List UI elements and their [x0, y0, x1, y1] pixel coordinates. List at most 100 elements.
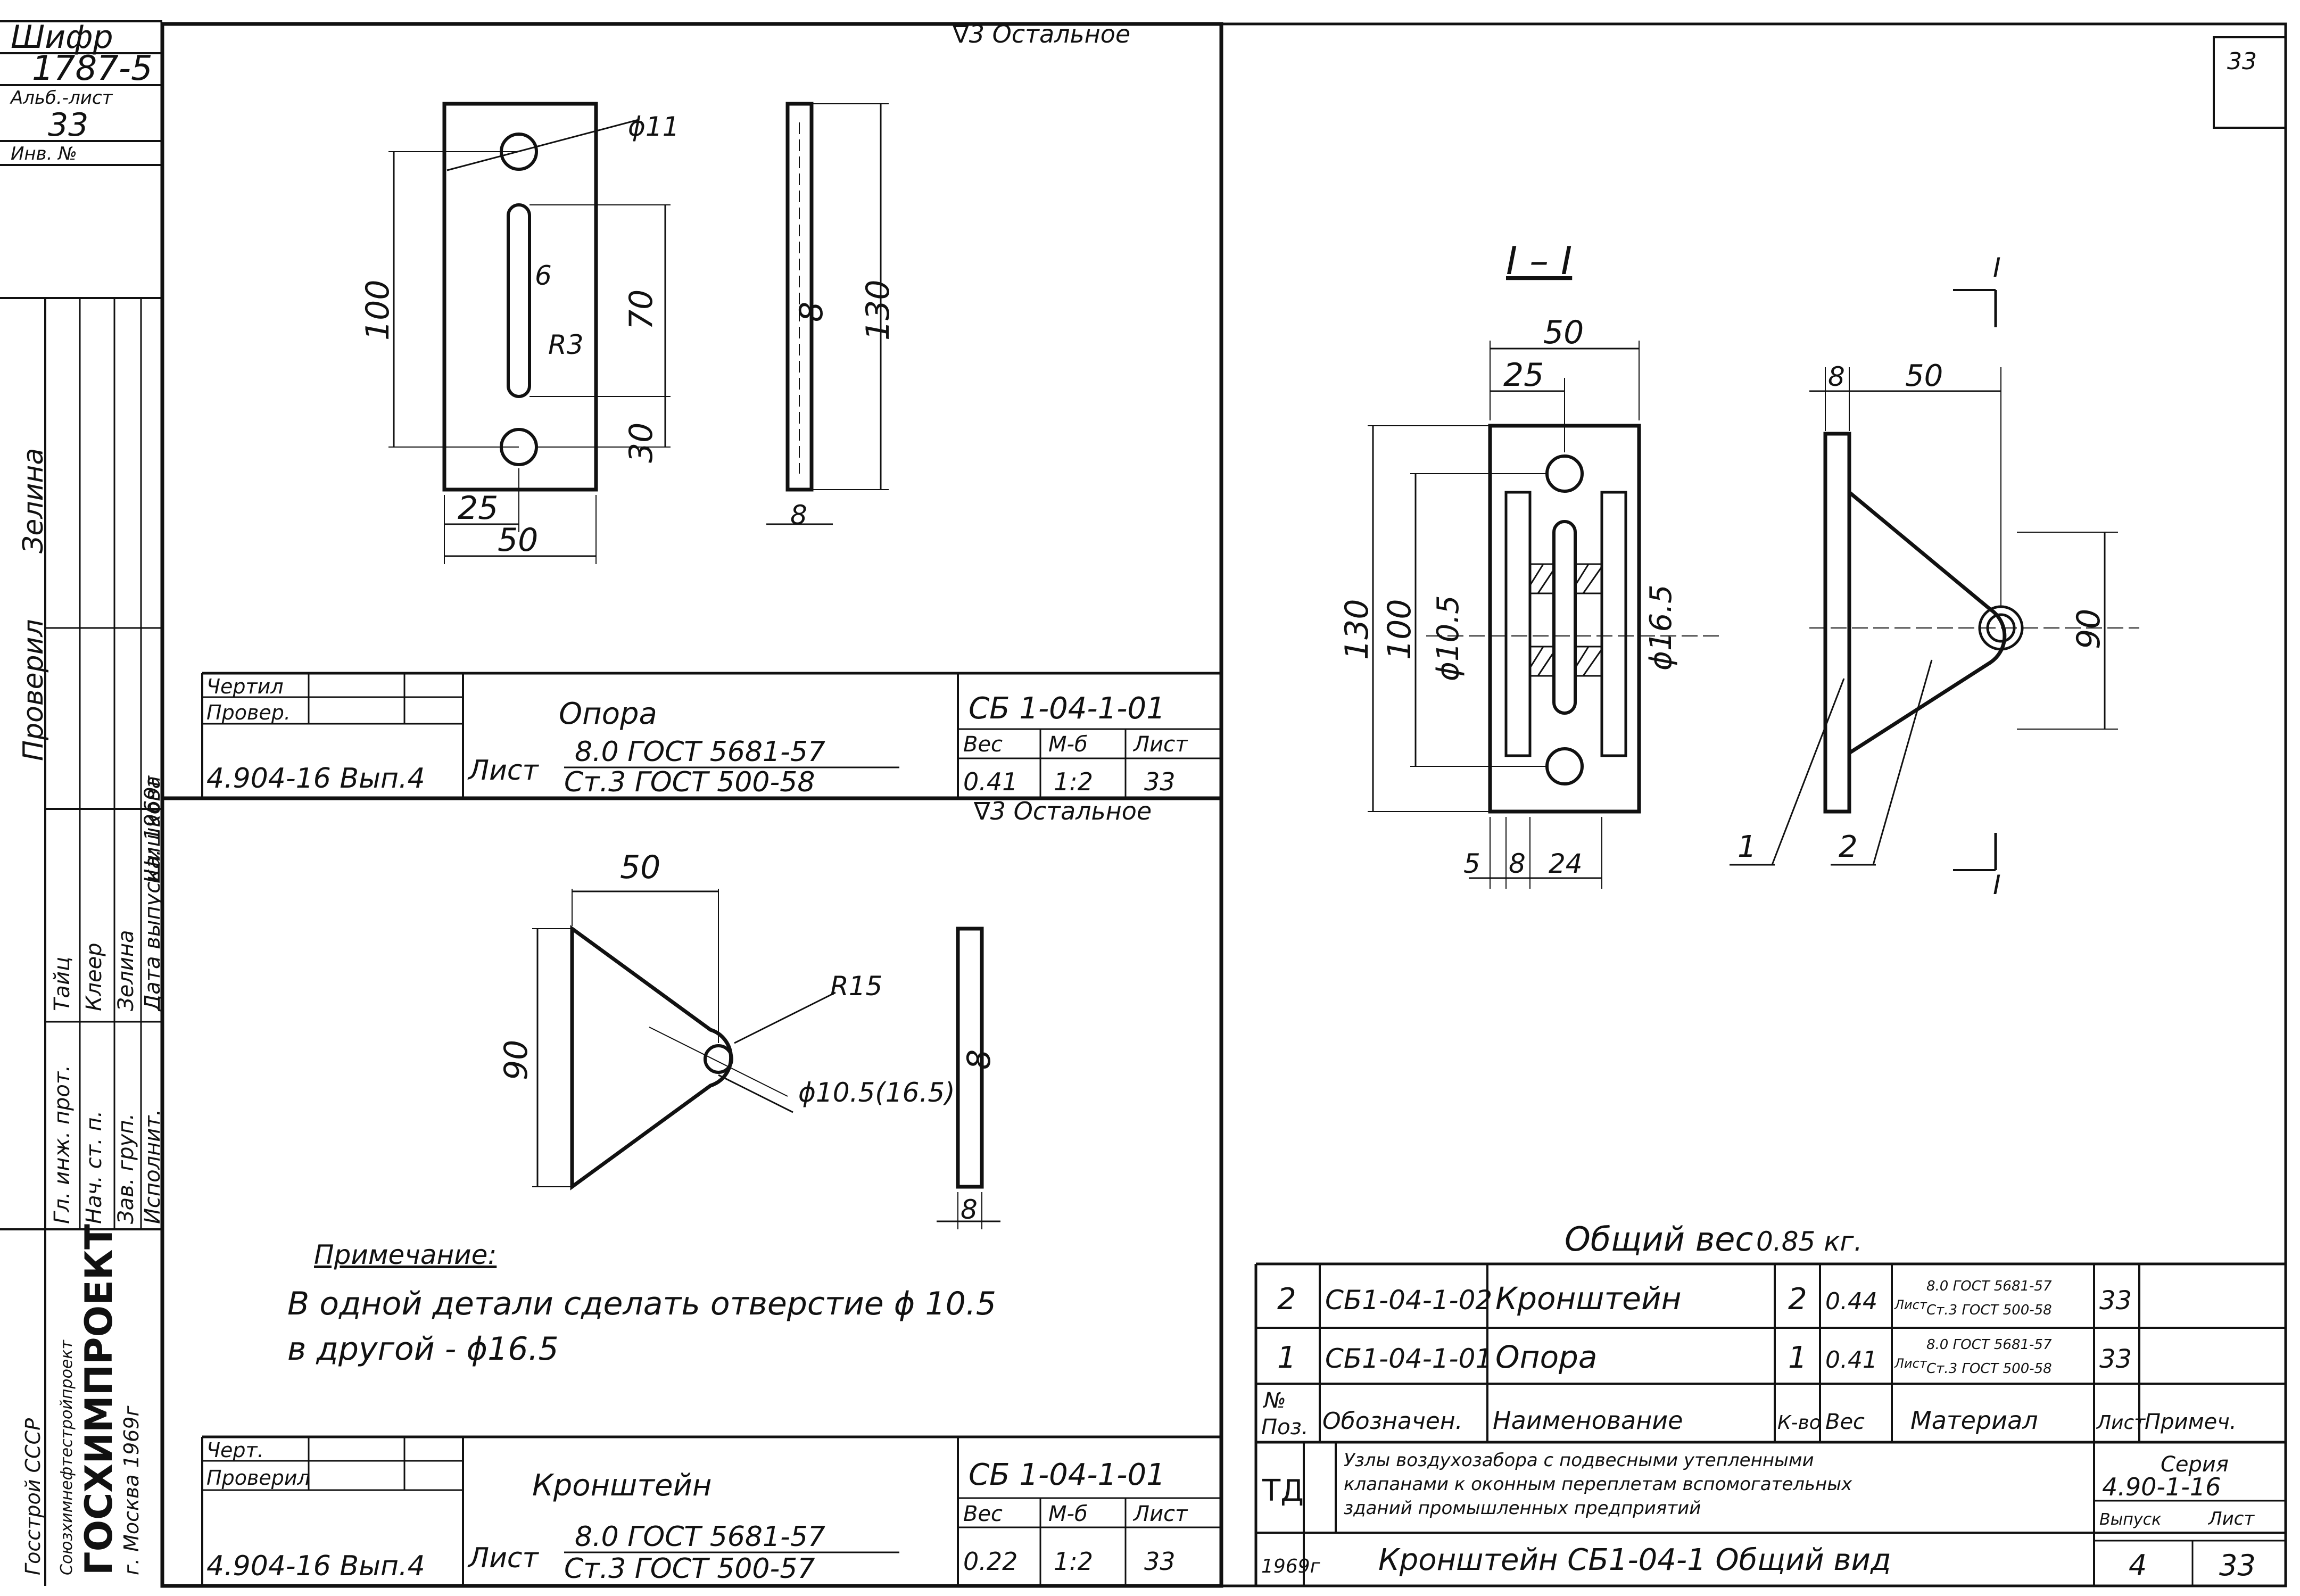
section-label: I – I	[1506, 238, 1572, 283]
part2-drawn-label: Черт.	[206, 1438, 264, 1462]
leader-pos-2: 2	[1839, 830, 1858, 864]
part1-dim-50: 50	[498, 522, 538, 559]
part2-weight-label: Вес	[963, 1502, 1003, 1526]
spec-row1-mat1: 8.0 ГОСТ 5681-57	[1926, 1278, 2052, 1294]
asm-side-dim-90: 90	[2070, 609, 2107, 649]
part1-code: СБ 1-04-1-01	[969, 691, 1165, 726]
part1-side-dim-8b: 8	[790, 500, 807, 531]
spec-row1-list: 33	[2099, 1286, 2132, 1316]
part1-dim-25: 25	[458, 490, 498, 527]
side-date: 1969г	[140, 775, 165, 841]
assembly-side-plate	[1823, 432, 1851, 814]
side-inv-no-label: Шифр	[11, 19, 113, 56]
side-name-4: Шишкова	[140, 776, 165, 883]
part1-dim-6: 6	[535, 260, 552, 291]
asm-dim-50: 50	[1543, 314, 1584, 351]
part1-dim-70: 70	[623, 290, 660, 330]
side-check-name: Зелина	[18, 448, 49, 553]
spec-head-name: Наименование	[1493, 1406, 1683, 1435]
part2-scale: 1:2	[1054, 1547, 1093, 1576]
side-org-2: Союзхимнефтестройпроект	[57, 1339, 76, 1575]
spec-row1-pos: 2	[1277, 1282, 1296, 1317]
asm-dim-phi165: ϕ16.5	[1644, 584, 1678, 671]
assembly-slot	[1552, 520, 1577, 715]
part2-surface-note: ∇3 Остальное	[973, 797, 1152, 825]
leader-pos-1: 1	[1738, 830, 1757, 864]
part1-dim-130: 130	[859, 279, 897, 341]
side-role-2: Нач. ст. п.	[82, 1111, 106, 1224]
part1-mat1: 8.0 ГОСТ 5681-57	[575, 736, 825, 768]
spec-row2-name: Опора	[1495, 1339, 1597, 1375]
part2-title-block: Черт. Проверил Кронштейн СБ 1-04-1-01 4.…	[201, 1435, 1221, 1586]
spec-head-qty: К-во	[1777, 1412, 1821, 1434]
part2-dim-r15: R15	[830, 971, 882, 1002]
assembly-hole-top	[1545, 454, 1584, 493]
part1-dim-r3: R3	[548, 329, 584, 360]
part1-sheet-label: Лист	[467, 755, 539, 787]
asm-dim-5: 5	[1463, 848, 1480, 879]
part2-sheet: 33	[1144, 1547, 1176, 1576]
cut-mark-top: I	[1993, 252, 2001, 283]
side-name-3: Зелина	[114, 930, 138, 1011]
part2-dim-90: 90	[498, 1040, 535, 1080]
part1-surface-note: ∇3 Остальное	[952, 20, 1130, 48]
spec-row: 2 СБ1-04-1-02 Кронштейн 2 0.44 Лист 8.0 …	[1277, 1278, 2132, 1318]
part1-drawn-label: Чертил	[206, 675, 284, 698]
spec-row1-name: Кронштейн	[1495, 1280, 1682, 1317]
part1-weight-label: Вес	[963, 732, 1003, 757]
asm-side-dim-50: 50	[1905, 359, 1943, 393]
stamp-series-label: Серия	[2161, 1452, 2229, 1477]
part2-weight: 0.22	[963, 1547, 1017, 1576]
stamp-sheet: 33	[2219, 1549, 2256, 1582]
spec-row2-list: 33	[2099, 1344, 2132, 1374]
part2-kronshtein: ∇3 Остальное 50 90 R15 ϕ10.5(16.5) 8 8 П…	[201, 797, 1221, 1586]
asm-dim-25: 25	[1503, 357, 1544, 394]
asm-dim-100: 100	[1381, 599, 1418, 660]
part2-note-title: Примечание:	[314, 1239, 497, 1270]
spec-row1-weight: 0.44	[1825, 1288, 1877, 1315]
spec-row2-mat1: 8.0 ГОСТ 5681-57	[1926, 1337, 2052, 1353]
spec-row2-weight: 0.41	[1825, 1346, 1877, 1374]
spec-table: 2 СБ1-04-1-02 Кронштейн 2 0.44 Лист 8.0 …	[1254, 1262, 2286, 1586]
spec-head-code: Обозначен.	[1322, 1408, 1463, 1435]
side-album-sheet: 33	[48, 106, 88, 144]
part1-title-block: Чертил Провер. Опора СБ 1-04-1-01 4.904-…	[201, 672, 1221, 798]
spec-row: 1 СБ1-04-1-01 Опора 1 0.41 Лист 8.0 ГОСТ…	[1277, 1337, 2132, 1377]
stamp-series: 4.90-1-16	[2102, 1473, 2221, 1501]
side-album-label: Альб.-лист	[10, 87, 113, 109]
cut-mark-bottom: I	[1993, 870, 2001, 900]
assembly-view: I – I 50 25 130	[1338, 238, 2139, 1259]
part2-list-label: Лист	[1132, 1502, 1188, 1526]
part2-note-line2: в другой - ϕ16.5	[287, 1330, 559, 1368]
assembly-hole-bottom	[1545, 747, 1584, 785]
part2-side-dim-8b: 8	[961, 1194, 978, 1225]
stamp-td: ТД	[1262, 1474, 1304, 1508]
opora-plate-front	[442, 102, 598, 492]
asm-dim-130: 130	[1338, 599, 1376, 660]
sheet-frames	[160, 22, 2287, 1588]
stamp-title: Кронштейн СБ1-04-1 Общий вид	[1378, 1543, 1891, 1577]
part2-checked-label: Проверил	[206, 1466, 310, 1490]
asm-side-dim-8: 8	[1828, 361, 1845, 392]
stamp-issue: 4	[2129, 1549, 2147, 1582]
opora-plate-side	[785, 102, 814, 492]
spec-head-pos2: Поз.	[1261, 1415, 1309, 1440]
spec-row2-code: СБ1-04-1-01	[1325, 1343, 1492, 1374]
part1-list-label: Лист	[1132, 732, 1188, 757]
assembly-bracket-left	[1504, 491, 1532, 757]
side-role-1: Гл. инж. прот.	[50, 1065, 75, 1224]
stamp-year: 1969г	[1261, 1556, 1321, 1577]
total-weight-label: Общий вес	[1565, 1220, 1753, 1259]
spec-row2-sheet-lbl: Лист	[1894, 1356, 1927, 1371]
bracket-plate-front	[570, 925, 733, 1190]
part1-scale: 1:2	[1054, 767, 1093, 796]
asm-dim-24: 24	[1549, 848, 1583, 879]
side-inv-no: 1787-5	[32, 49, 153, 88]
assembly-opora	[1488, 424, 1641, 814]
side-check-label: Проверил	[18, 619, 49, 761]
part1-side-dim-8: 8	[793, 302, 830, 322]
part1-name: Опора	[559, 697, 657, 731]
side-inv-label: Инв. №	[11, 143, 77, 164]
side-name-2: Клеер	[82, 942, 106, 1011]
